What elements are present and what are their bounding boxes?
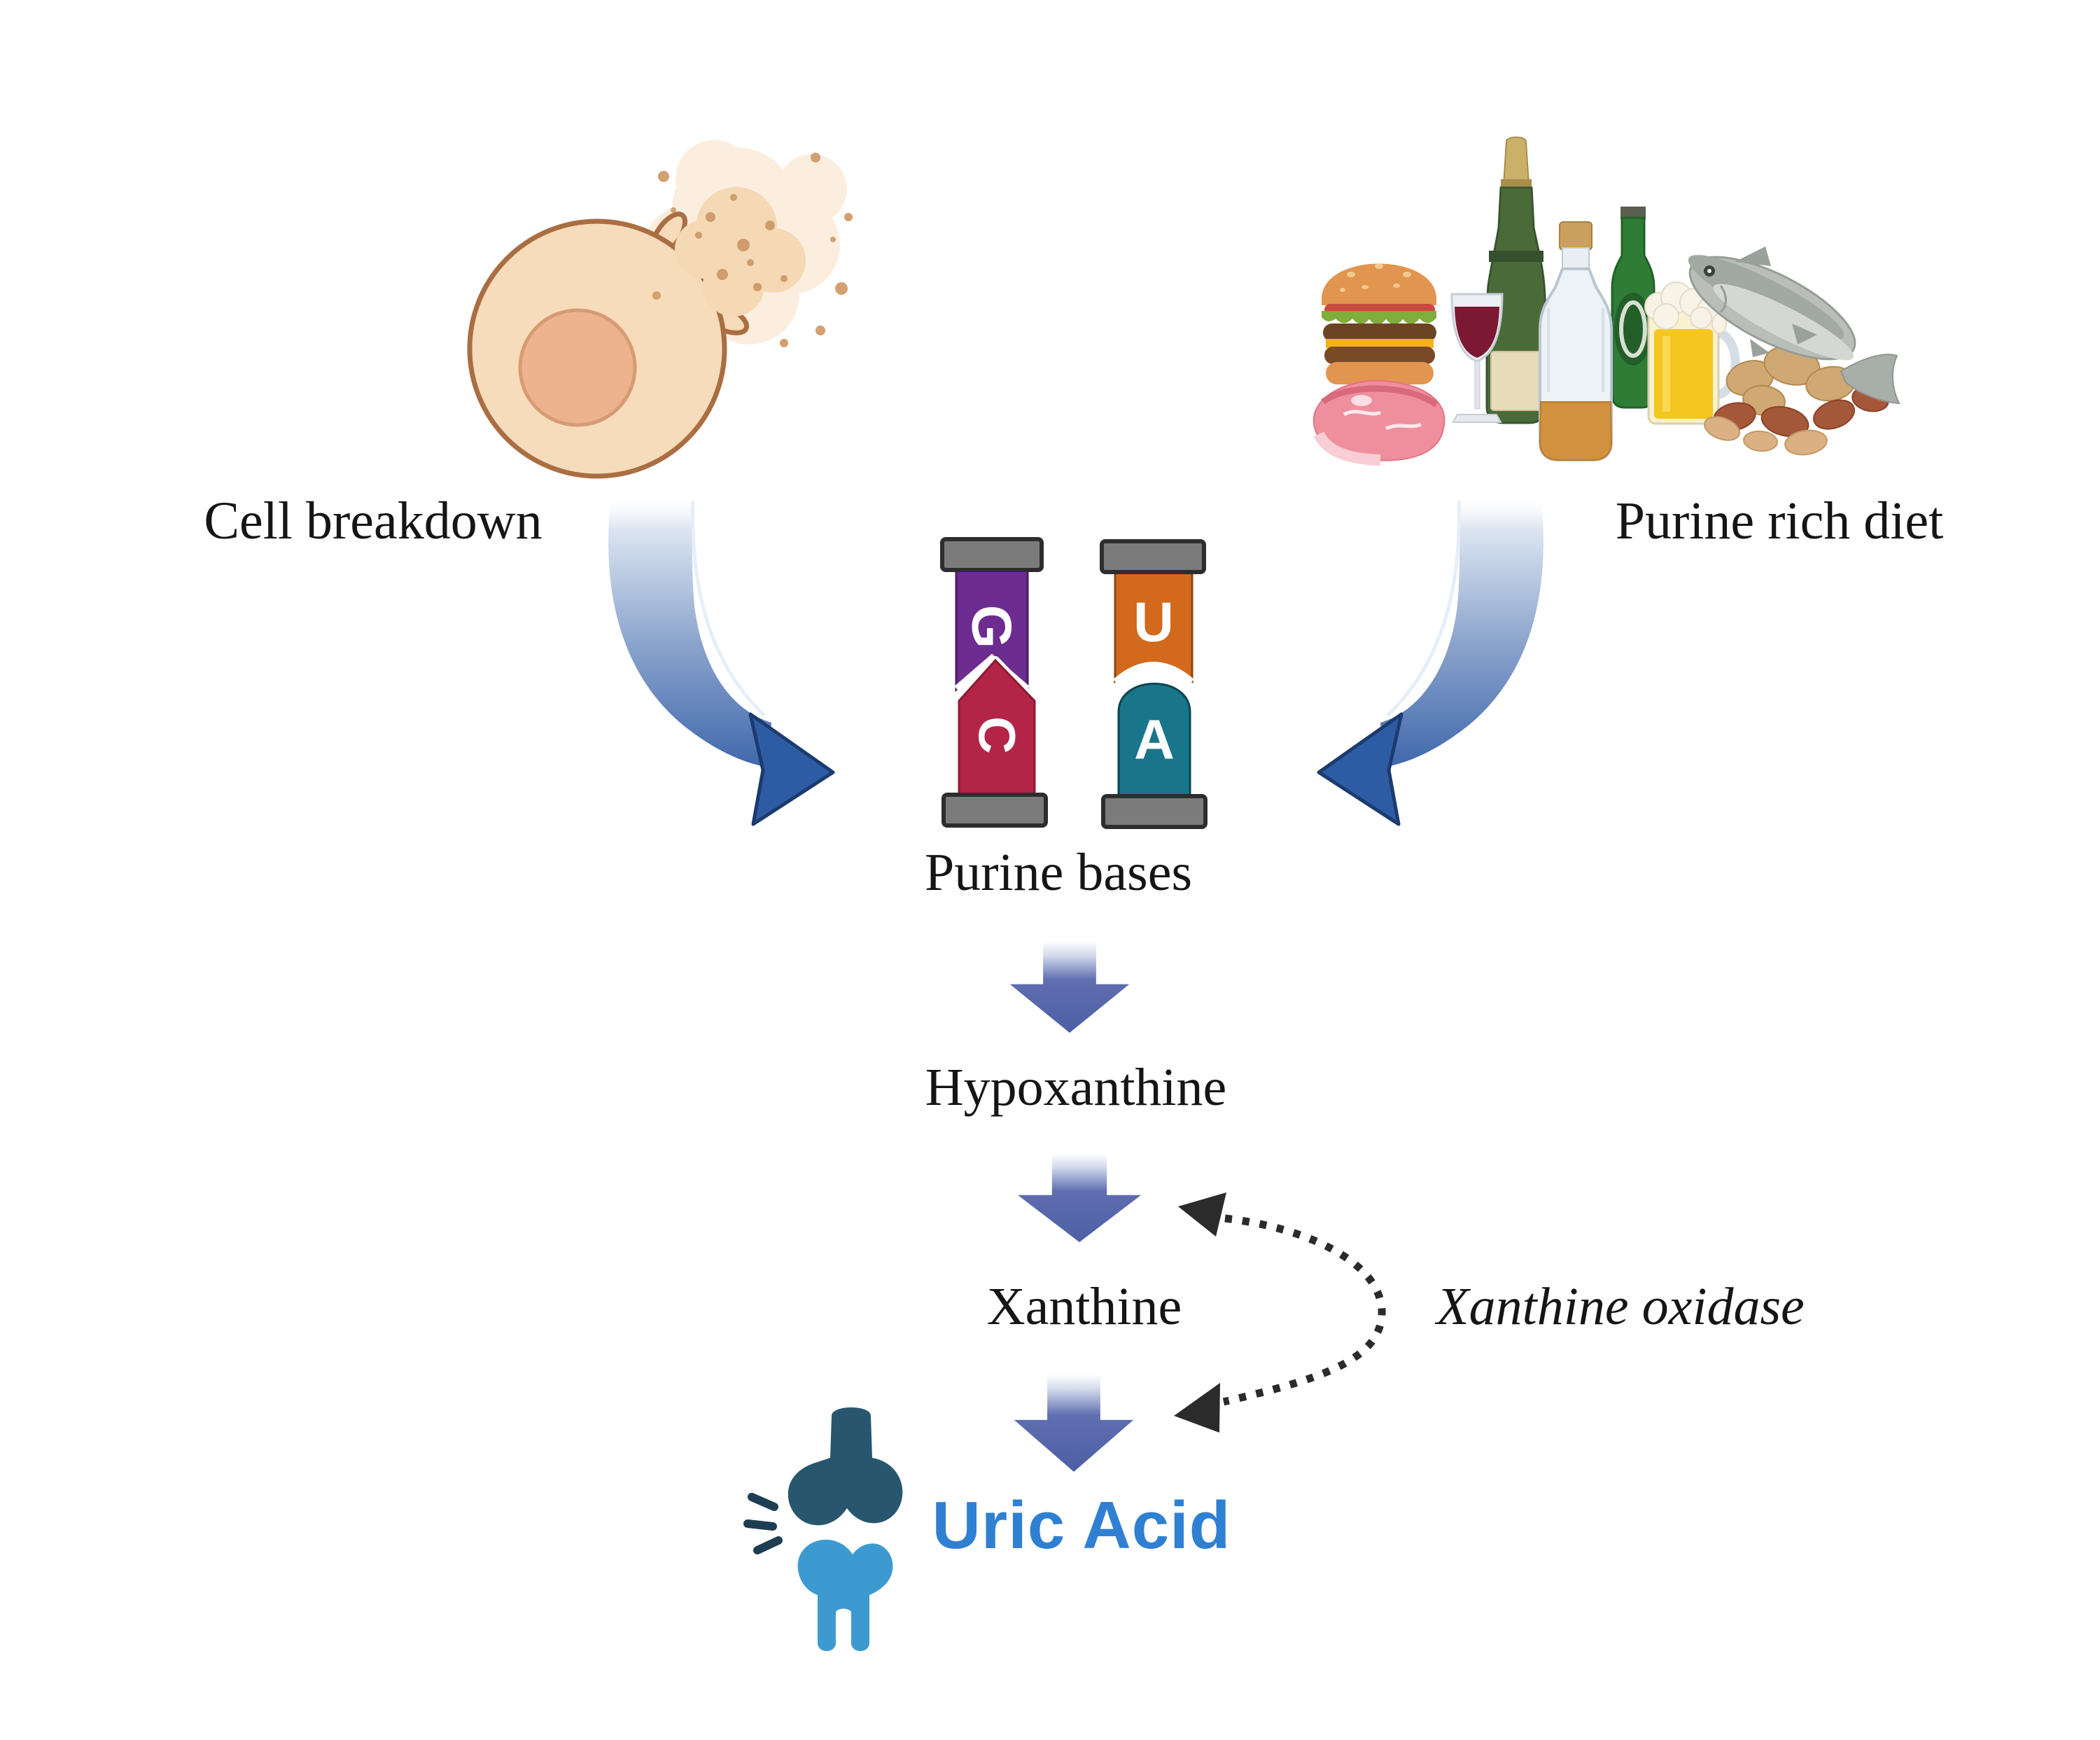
cap-bottom-left bbox=[941, 793, 1048, 828]
down-arrow-icon bbox=[1009, 942, 1130, 1033]
down-arrow-icon bbox=[1017, 1154, 1142, 1242]
fish-icon bbox=[1688, 246, 1900, 405]
burst-particles-icon bbox=[652, 153, 853, 347]
whiskey-bottle-icon bbox=[1539, 221, 1613, 461]
xanthine-label: Xanthine bbox=[986, 1277, 1182, 1336]
hypoxanthine-label: Hypoxanthine bbox=[925, 1058, 1227, 1117]
uric-acid-label: Uric Acid bbox=[932, 1488, 1231, 1563]
cytosine-letter: C bbox=[968, 716, 1026, 753]
steak-icon bbox=[1312, 380, 1446, 466]
xanthine-oxidase-label: Xanthine oxidase bbox=[1436, 1277, 1805, 1336]
cell-icon bbox=[467, 211, 750, 479]
uracil-letter: U bbox=[1133, 591, 1174, 653]
cap-top-left bbox=[940, 537, 1044, 572]
purine-bases-illustration: G C U A bbox=[940, 537, 1208, 829]
adenine-letter: A bbox=[1134, 709, 1175, 771]
wine-glass-icon bbox=[1450, 293, 1504, 423]
cell-nucleus bbox=[518, 308, 637, 427]
champagne-bottle-icon bbox=[1485, 137, 1547, 424]
curved-arrow-left-icon bbox=[608, 495, 835, 826]
base-pair-ua-icon: U A bbox=[1100, 539, 1208, 829]
dotted-enzyme-arrow-icon bbox=[1174, 1192, 1386, 1433]
curved-arrow-right-icon bbox=[1317, 495, 1544, 826]
cap-top-right bbox=[1100, 539, 1206, 574]
nuts-icon bbox=[1704, 345, 1889, 456]
cell-breakdown-illustration bbox=[467, 140, 853, 479]
femur-bone bbox=[788, 1407, 903, 1526]
knee-joint-icon bbox=[743, 1407, 903, 1651]
cap-bottom-right bbox=[1101, 794, 1208, 829]
beer-mug-icon bbox=[1644, 281, 1740, 425]
purine-bases-label: Purine bases bbox=[924, 843, 1193, 902]
guanine-letter: G bbox=[961, 605, 1023, 648]
down-arrow-icon bbox=[1014, 1374, 1134, 1472]
tibia-bone bbox=[797, 1539, 893, 1651]
beer-bottle-icon bbox=[1611, 207, 1656, 409]
adenine-block bbox=[1117, 683, 1191, 799]
purine-rich-diet-illustration bbox=[1312, 137, 1900, 466]
cell-breakdown-label: Cell breakdown bbox=[204, 492, 542, 550]
burger-icon bbox=[1322, 263, 1436, 384]
purine-rich-diet-label: Purine rich diet bbox=[1615, 492, 1944, 550]
pain-lines-icon bbox=[743, 1493, 783, 1554]
base-pair-gc-icon: G C bbox=[940, 537, 1048, 828]
